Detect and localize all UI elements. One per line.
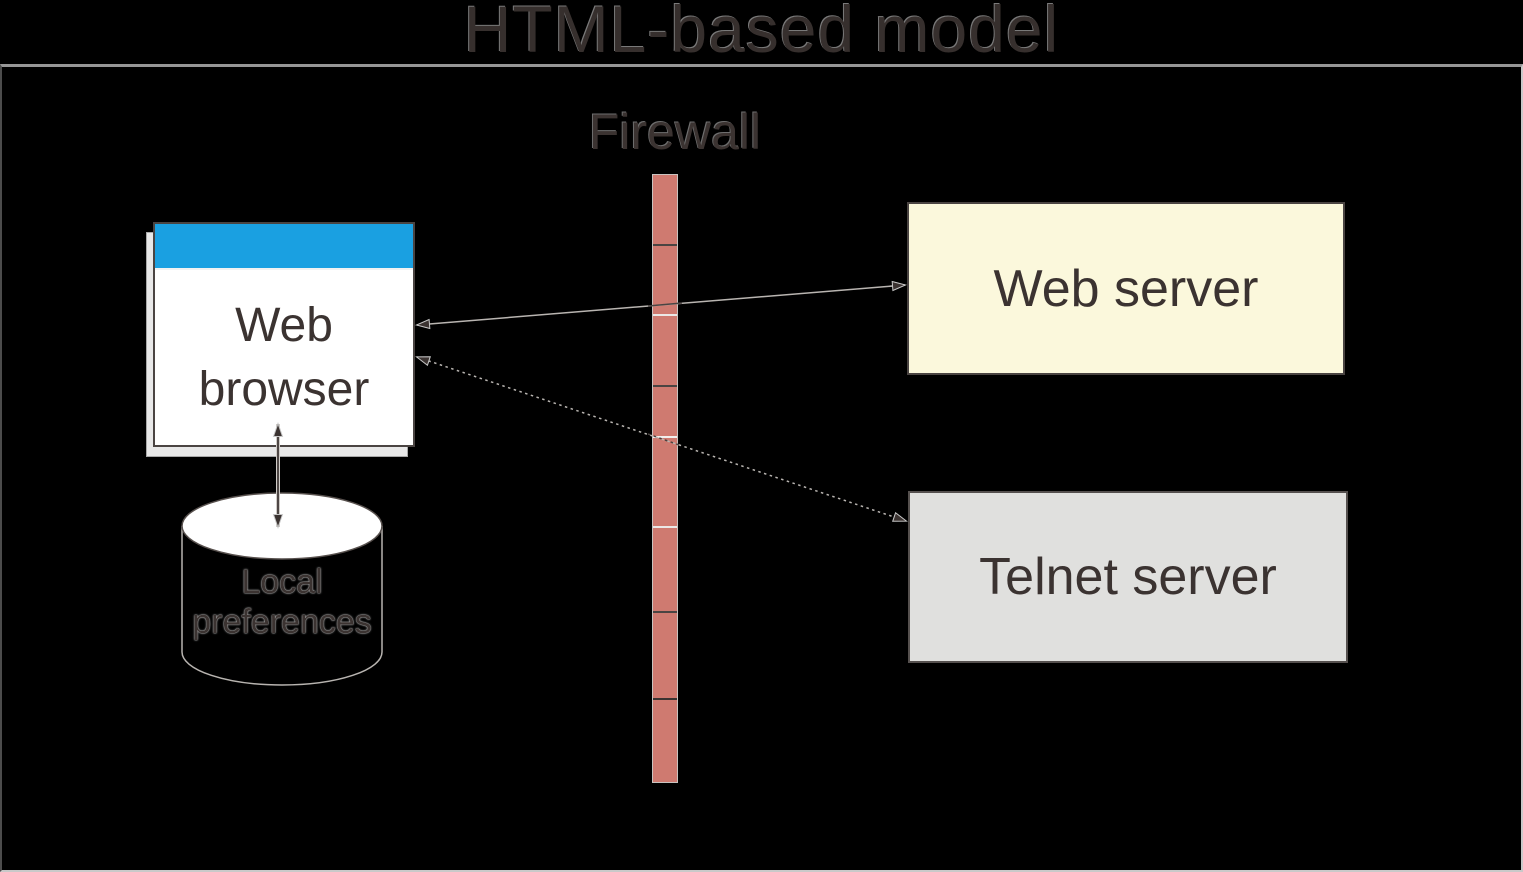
firewall-segment-divider [653, 698, 677, 700]
firewall-segment-divider [653, 526, 677, 528]
firewall-segment-divider [653, 436, 677, 438]
web-browser-label: Web browser [198, 298, 370, 416]
diagram-title: HTML-based model [463, 0, 1060, 66]
diagram-canvas [0, 64, 1523, 872]
web-server-node: Web server [907, 202, 1345, 375]
firewall-segment-divider [653, 385, 677, 387]
telnet-server-node: Telnet server [908, 491, 1348, 663]
firewall-segment-divider [653, 314, 677, 316]
firewall-segment-divider [653, 611, 677, 613]
firewall-segment-divider [653, 244, 677, 246]
firewall-label: Firewall [588, 104, 762, 160]
firewall-bar [652, 174, 678, 783]
web-server-label: Web server [993, 259, 1259, 318]
telnet-server-label: Telnet server [979, 548, 1277, 606]
local-preferences-label: Local preferences [192, 563, 372, 641]
browser-titlebar [155, 224, 413, 270]
web-browser-node: Web browser [153, 222, 415, 447]
